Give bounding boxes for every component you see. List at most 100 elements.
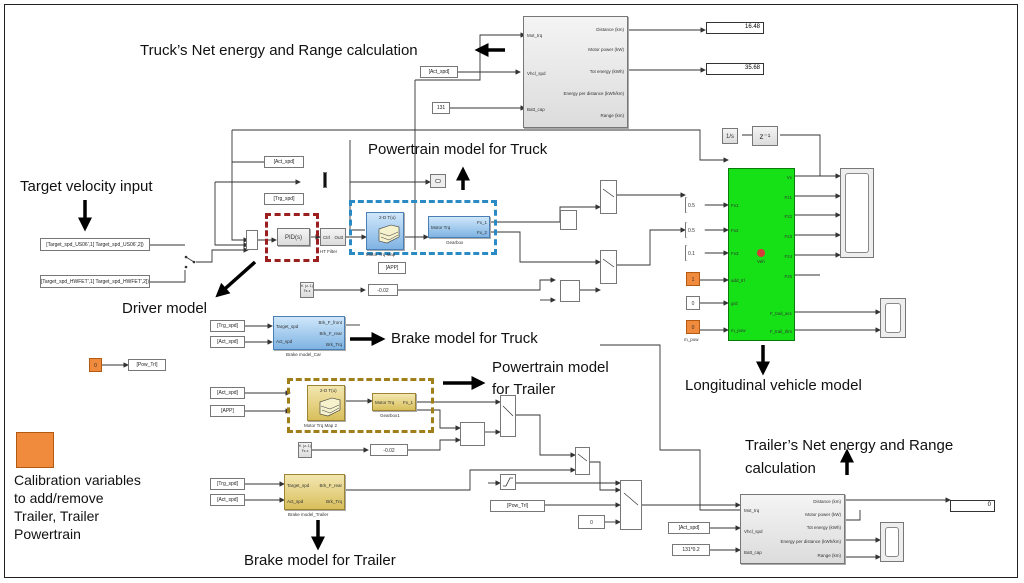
annotation-driver-model: Driver model (122, 300, 208, 317)
brake-truck-out-front: Brk_F_front (318, 320, 342, 325)
annotation-longitudinal: Longitudinal vehicle model (685, 377, 862, 394)
truck-scope-small (430, 174, 446, 188)
trl-port-tot-energy: Tot energy (kWh) (806, 525, 841, 530)
motor-trq-map[interactable]: 2-D T(u) (366, 212, 404, 250)
target-switch[interactable] (184, 254, 196, 270)
vehicle-icon (757, 249, 765, 257)
trl-port-motor-power: Motor power (kW) (805, 512, 841, 517)
batt-cap-constant-trailer: 131*0.2 (672, 544, 710, 556)
trailer-scope (880, 522, 904, 562)
brake-truck-out-trq: Brk_Trq (326, 342, 342, 347)
m-pow-constant[interactable]: 0 (686, 320, 700, 334)
trg-spd-from-brake-trailer: [Trg_spd] (210, 478, 245, 490)
target-us06-source: [Target_spd_US06',1] Target_spd_US06',2]… (40, 238, 150, 251)
act-spd-from-trailer-energy: [Act_spd] (668, 522, 710, 534)
port-distance: Distance (km) (596, 27, 624, 32)
truck-distance-display: 16.48 (706, 22, 764, 34)
trailer-energy-subsystem[interactable]: Mot_trq Vhcl_spd Batt_cap Distance (km) … (740, 494, 845, 564)
act-spd-goto: [Act_spd] (264, 156, 304, 168)
switch-1[interactable] (600, 180, 617, 214)
annotation-powertrain-trailer-1: Powertrain model (492, 359, 609, 376)
long-in-m-pow: m_pow (731, 328, 746, 333)
saturation-block (500, 474, 516, 490)
annotation-brake-trailer: Brake model for Trailer (244, 552, 396, 569)
powertrain-trailer-outline (287, 378, 434, 433)
trailer-value-display: 0 (950, 500, 995, 512)
longitudinal-vehicle-model[interactable]: Fx1 Fx2 Fx3 add_trl grd m_pow Vx Fz1 Fz2… (728, 168, 795, 341)
map2-title: 2-D T(u) (320, 388, 337, 393)
tf-block-trailer: K (z-1)Ts z (298, 442, 312, 458)
pow-trl-from: [Pow_Trl] (490, 500, 545, 512)
gearbox1-in: Motor Trq (375, 400, 395, 405)
annotation-calibration-4: Powertrain (14, 526, 81, 542)
vehicle-scope-small (880, 298, 906, 338)
m-pow-caption: m_pow (684, 337, 699, 342)
pid-controller[interactable]: PID(s) (277, 228, 310, 246)
trl-port-mot-trq: Mot_trq (744, 508, 760, 513)
brake-model-car-caption: Brake model_Car (286, 352, 322, 357)
port-motor-power: Motor power (kW) (588, 47, 624, 52)
switch-trailer-3[interactable] (620, 480, 642, 530)
switch-trailer-2[interactable] (575, 447, 590, 475)
tf2-den: Ts z (301, 448, 309, 453)
diagram-frame (4, 4, 1018, 578)
act-spd-from-brake-trailer: [Act_spd] (210, 494, 245, 506)
trl-port-energy-per-distance: Energy per distance (kWh/km) (780, 539, 841, 544)
app-goto: [APP] (378, 262, 406, 274)
zero-constant-trailer: 0 (578, 515, 605, 529)
annotation-target-velocity: Target velocity input (20, 178, 153, 195)
switch-2[interactable] (600, 250, 617, 284)
motor-trq-map-2-caption: Motor Trq Map 2 (304, 423, 338, 428)
annotation-calibration-1: Calibration variables (14, 472, 141, 488)
target-hwfet-source: [Target_spd_HWFET',1] Target_spd_HWFET',… (40, 275, 150, 288)
trl-port-range: Range (km) (817, 553, 841, 558)
long-in-add-trl: add_trl (731, 278, 745, 283)
powertrain-truck-outline (349, 200, 497, 255)
gearbox-caption: Gearbox (446, 240, 464, 245)
annotation-trailer-energy-1: Trailer’s Net energy and Range (745, 437, 954, 454)
port-range: Range (km) (600, 113, 624, 118)
pow-trl-constant[interactable]: 0 (89, 358, 102, 372)
long-out-fz5: Fz5 (784, 274, 792, 279)
motor-trq-map-caption: Motor Trq Map (366, 252, 396, 257)
motor-trq-map-2[interactable]: 2-D T(u) (307, 385, 345, 421)
brake-model-trailer[interactable]: Target_spd Act_spd Brk_F_rear Brk_Trq (284, 474, 345, 510)
long-out-vx: Vx (786, 175, 792, 180)
trg-spd-from-brake-truck: [Trg_spd] (210, 320, 245, 332)
long-in-grd: grd (731, 301, 738, 306)
vehicle-scope-large (840, 168, 874, 258)
truck-energy-subsystem[interactable]: Mot_trq Vhcl_spd Batt_cap Distance (km) … (523, 16, 628, 128)
brake-model-car[interactable]: Target_spd Act_spd Brk_F_front Brk_F_rea… (273, 316, 345, 350)
act-spd-source-top: [Act_spd] (420, 66, 458, 78)
gearbox-trailer[interactable]: Motor Trq Fx_1 (372, 393, 416, 411)
switch-trailer-1[interactable] (500, 395, 516, 437)
gearbox1-out: Fx_1 (402, 400, 413, 405)
annotation-powertrain-truck: Powertrain model for Truck (368, 141, 548, 158)
grade-constant: 0 (686, 296, 700, 310)
gearbox-truck[interactable]: Motor Trq Fx_1 Fx_2 (428, 216, 490, 238)
gain-neg-trailer: -0.02 (370, 444, 408, 456)
brake-model-trailer-caption: Brake model_Trailer (288, 512, 329, 517)
long-caption: Veh (757, 259, 765, 264)
long-out-f-trail-acc: F_trail_acc (769, 311, 792, 316)
tf-den: Ts z (303, 288, 311, 293)
integrator-block: 1/s (722, 128, 738, 144)
add-trailer-constant[interactable]: 1 (686, 272, 700, 286)
brake-truck-out-rear: Brk_F_rear (319, 331, 342, 336)
port-energy-per-distance: Energy per distance (kWh/km) (563, 91, 624, 96)
sum-block-trailer (460, 422, 485, 446)
tf2-num: K (z-1) (299, 443, 311, 448)
long-in-fx1: Fx1 (731, 203, 739, 208)
annotation-calibration-2: to add/remove (14, 490, 104, 506)
trg-spd-goto: [Trg_spd] (264, 193, 304, 205)
pow-trl-goto: [Pow_Trl] (128, 359, 166, 371)
brake-truck-in-act: Act_spd (276, 339, 293, 344)
lookup-surface-icon-2 (319, 397, 341, 417)
long-out-f-trail-rlim: F_trail_rlim (769, 329, 792, 334)
calibration-legend-swatch (16, 432, 54, 468)
filter-in-label: Ctrl (323, 235, 330, 240)
trl-port-vhcl-spd: Vhcl_spd (744, 529, 763, 534)
long-in-fx2: Fx2 (731, 228, 739, 233)
annotation-calibration-3: Trailer, Trailer (14, 508, 100, 524)
